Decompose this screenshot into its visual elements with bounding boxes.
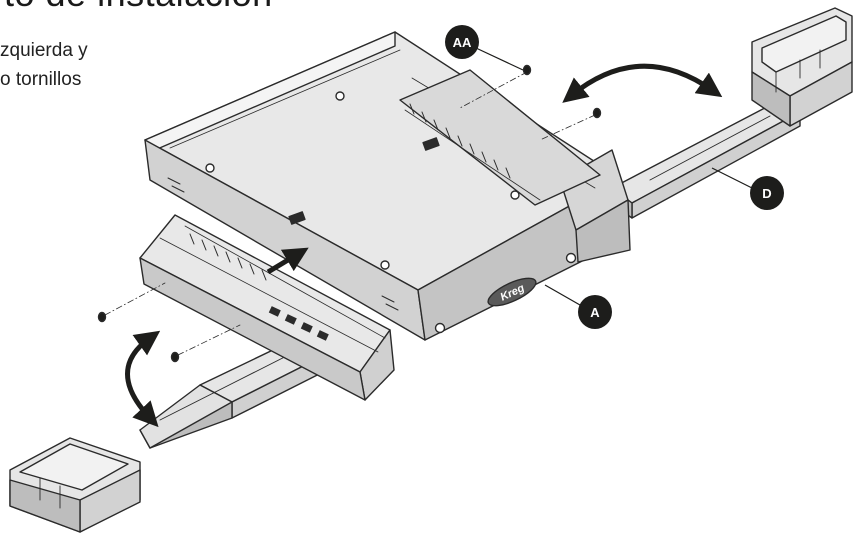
page-heading-fragment: to de instalación xyxy=(0,0,300,13)
right-extension-arm xyxy=(611,7,853,219)
callout-aa-label: AA xyxy=(453,35,472,50)
callout-d-label: D xyxy=(762,186,771,201)
kreg-logo: Kreg xyxy=(487,277,537,307)
callout-a: A xyxy=(544,284,612,329)
instruction-text: zquierda y o tornillos xyxy=(0,36,175,94)
rotation-arrow-left xyxy=(125,330,161,428)
screw-bottom-1 xyxy=(97,311,107,323)
rotation-arrow-right xyxy=(562,63,723,103)
main-jig-body: Kreg xyxy=(144,31,631,341)
screws xyxy=(97,64,602,363)
screw-top-2 xyxy=(592,107,602,119)
left-extension-arm xyxy=(9,214,395,533)
callout-d: D xyxy=(711,167,784,210)
callout-aa: AA xyxy=(445,25,524,71)
screw-bottom-2 xyxy=(170,351,180,363)
instruction-line-1: zquierda y xyxy=(0,40,88,61)
callout-a-label: A xyxy=(590,305,600,320)
screw-top-1 xyxy=(522,64,532,76)
page-heading-text: to de instalación xyxy=(4,0,273,13)
instruction-line-2: o tornillos xyxy=(0,69,82,90)
insertion-arrow xyxy=(266,247,309,275)
